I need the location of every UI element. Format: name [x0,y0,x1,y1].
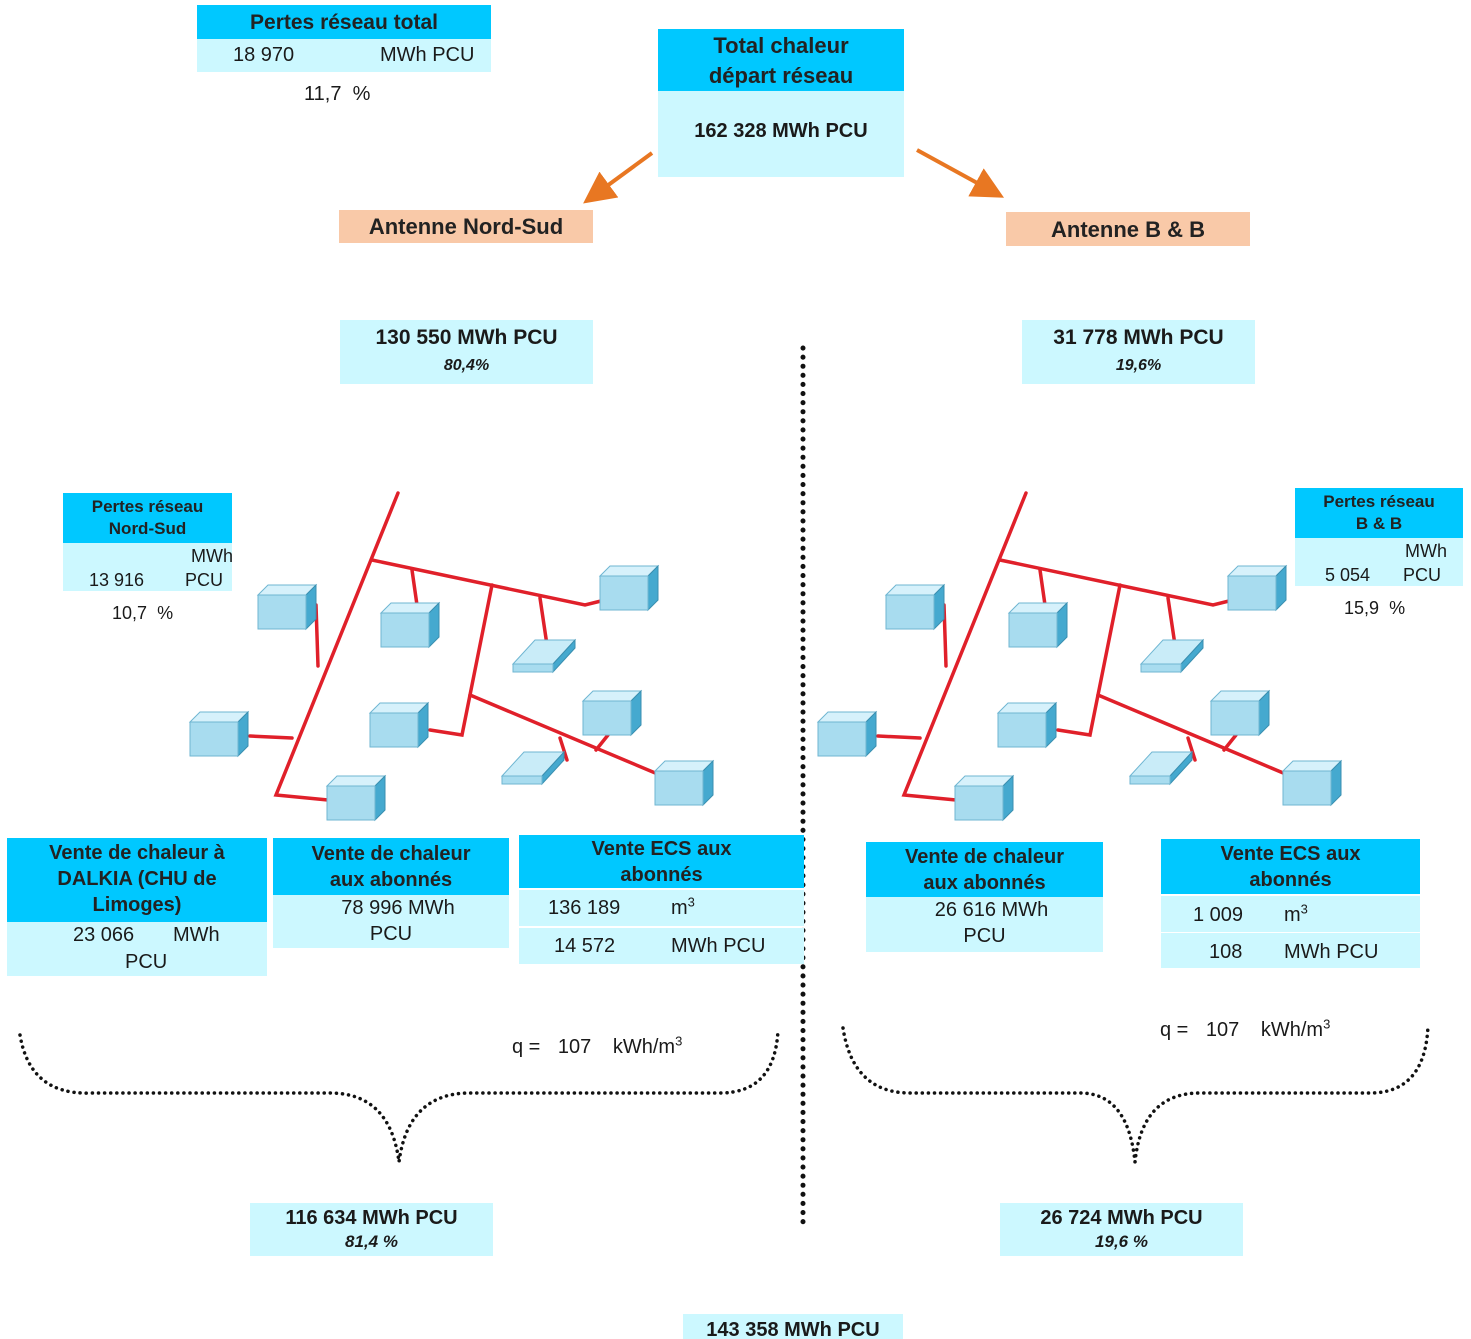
losses-b-b-percent: 15,9 % [1344,598,1406,618]
q-nord-sud: q = 107 kWh/m3 [512,1033,683,1058]
sum-nord-sud: 116 634 MWh PCU 81,4 % [250,1203,493,1256]
q-b-b: q = 107 kWh/m3 [1160,1016,1331,1041]
sale-subscribers-b-b-value: 26 616 MWh PCU [866,897,1103,952]
ecs-b-b-box: Vente ECS aux abonnés 1 009 m3 108 MWh P… [1161,839,1420,968]
ecs-nord-sud-volume: 136 189 [548,897,621,919]
losses-b-b-box: Pertes réseau B & B MWh 5 054 PCU [1295,488,1463,586]
antenne-b-b-label: Antenne B & B [1006,212,1250,246]
sale-dalkia-value: 23 066 [73,924,135,946]
antenne-b-b-energy: 31 778 MWh PCU 19,6% [1022,320,1255,384]
sale-subscribers-nord-sud-box: Vente de chaleur aux abonnés 78 996 MWh … [273,838,509,948]
losses-nord-sud-value: 13 916 [89,570,145,590]
sale-subscribers-b-b-box: Vente de chaleur aux abonnés 26 616 MWh … [866,842,1103,952]
arrow-to-nord-sud [583,151,654,204]
total-losses-box: Pertes réseau total 18 970 MWh PCU [197,5,491,72]
total-losses-title: Pertes réseau total [197,5,491,39]
losses-nord-sud-box: Pertes réseau Nord-Sud MWh 13 916 PCU [63,493,233,591]
arrow-to-b-b [916,148,1005,198]
total-heat-box: Total chaleur départ réseau 162 328 MWh … [658,29,904,177]
sale-dalkia-box: Vente de chaleur à DALKIA (CHU de Limoge… [7,838,267,976]
ecs-b-b-energy: 108 [1209,941,1243,963]
total-losses-unit: MWh PCU [380,44,475,66]
antenne-nord-sud-energy: 130 550 MWh PCU 80,4% [340,320,593,384]
network-nord-sud [190,493,713,820]
ecs-nord-sud-energy: 14 572 [554,935,616,957]
ecs-nord-sud-box: Vente ECS aux abonnés 136 189 m3 14 572 … [519,835,804,964]
brace-nord-sud [18,1028,780,1163]
losses-nord-sud-percent: 10,7 % [112,603,174,623]
losses-b-b-value: 5 054 [1325,565,1371,585]
total-losses-value: 18 970 [233,44,295,66]
sum-b-b: 26 724 MWh PCU 19,6 % [1000,1203,1243,1256]
antenne-nord-sud-label: Antenne Nord-Sud [339,210,593,243]
sale-subscribers-nord-sud-value: 78 996 MWh PCU [273,895,509,948]
ecs-b-b-volume: 1 009 [1193,904,1244,926]
grand-total: 143 358 MWh PCU [683,1314,903,1339]
total-losses-percent: 11,7 % [304,83,371,105]
network-b-b [818,493,1341,820]
total-heat-title: Total chaleur départ réseau [658,29,904,91]
brace-b-b [841,1024,1430,1163]
total-heat-value: 162 328 MWh PCU [658,91,904,177]
